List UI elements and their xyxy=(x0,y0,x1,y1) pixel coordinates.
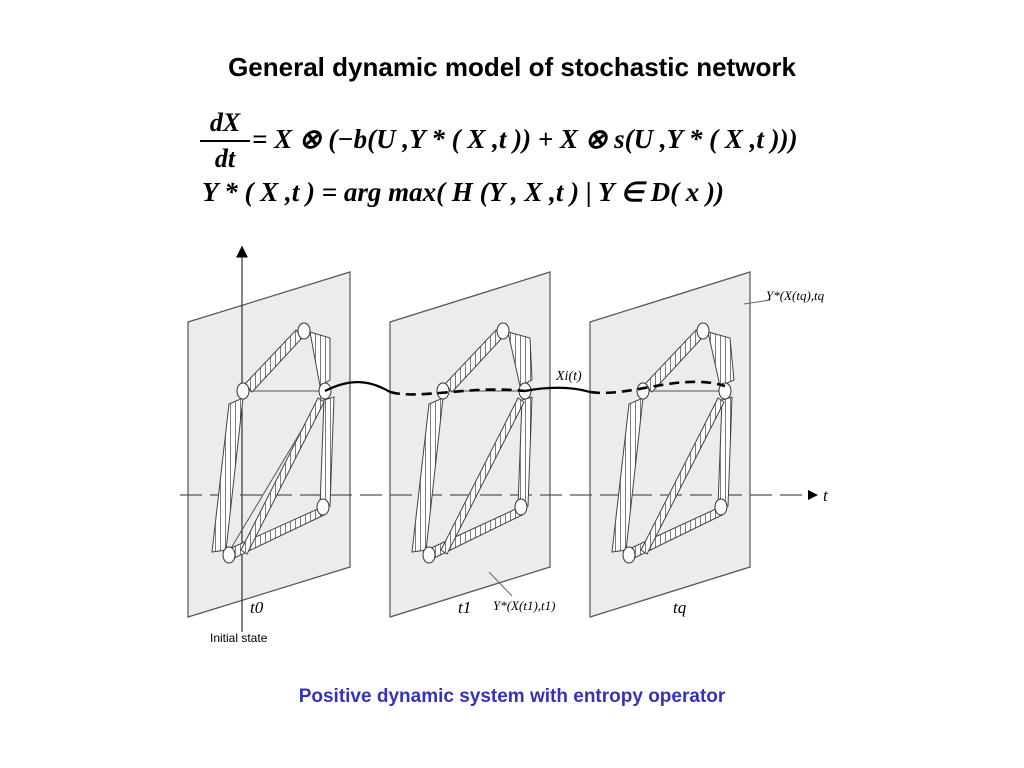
trajectory-dashed-2 xyxy=(589,380,726,395)
fraction-numerator: dX xyxy=(209,108,241,137)
trajectory-solid-2 xyxy=(524,386,591,394)
trajectory-label: Xi(t) xyxy=(555,369,582,384)
equation-dynamics-rhs: = X ⊗ (−b(U ,Y * ( X ,t )) + X ⊗ s(U ,Y … xyxy=(252,124,798,154)
trajectory-dashed-1 xyxy=(389,388,526,396)
time-axis-arrowhead xyxy=(808,490,818,500)
equation-argmax: Y * ( X ,t ) = arg max( H (Y , X ,t ) | … xyxy=(202,177,725,207)
slide-caption: Positive dynamic system with entropy ope… xyxy=(298,686,726,707)
plane-tq xyxy=(589,271,751,618)
initial-state-label: Initial state xyxy=(210,631,268,645)
plane-label-t1: t1 xyxy=(458,598,471,617)
slide-title: General dynamic model of stochastic netw… xyxy=(228,52,796,82)
leader-line-tq xyxy=(743,299,771,305)
plane-label-tq: tq xyxy=(673,598,687,617)
state-label-t1: Y*(X(t1),t1) xyxy=(493,598,555,613)
fraction-denominator: dt xyxy=(214,144,236,173)
equation-fraction: dX dt xyxy=(200,108,250,174)
leader-line-t1 xyxy=(488,571,513,597)
network-tq xyxy=(611,322,735,564)
network-t1 xyxy=(411,322,533,564)
state-label-tq: Y*(X(tq),tq xyxy=(766,288,825,303)
network-t0 xyxy=(211,322,335,564)
trajectory-solid-1 xyxy=(324,381,391,393)
fraction-bar xyxy=(200,140,250,142)
plane-t1 xyxy=(389,271,551,618)
plane-label-t0: t0 xyxy=(250,598,264,617)
time-axis-label: t xyxy=(823,486,829,505)
